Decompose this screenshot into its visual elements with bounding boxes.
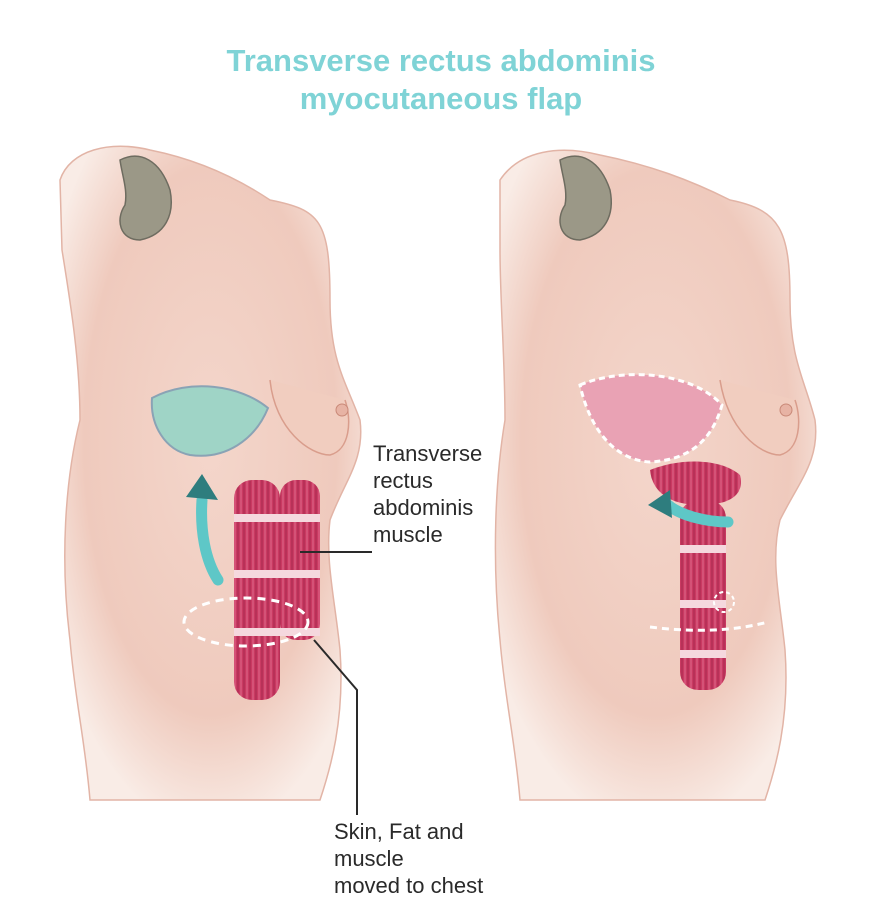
- skin-leader-line: [313, 639, 358, 815]
- diagram-title: Transverse rectus abdominis myocutaneous…: [0, 42, 882, 118]
- left-breast: [269, 379, 350, 456]
- right-arrow-shaft: [662, 499, 734, 528]
- left-muscle-column-1: [234, 480, 280, 700]
- right-tendon-3: [680, 650, 726, 658]
- left-incision-outline: [182, 596, 310, 648]
- right-flap-muscle: [650, 461, 741, 505]
- title-line-1: Transverse rectus abdominis: [226, 43, 656, 78]
- right-incision-line: [649, 620, 769, 632]
- skin-label: Skin, Fat and muscle moved to chest: [334, 818, 483, 899]
- muscle-label-line-4: muscle: [373, 522, 443, 547]
- left-arrow-head: [186, 474, 218, 500]
- left-torso: [59, 145, 362, 801]
- title-line-2: myocutaneous flap: [299, 81, 583, 116]
- muscle-label-line-2: rectus: [373, 468, 433, 493]
- left-figure: [59, 145, 372, 815]
- right-muscle-column: [680, 500, 726, 690]
- left-flap-area: [150, 385, 270, 457]
- left-tendon-2: [234, 570, 320, 578]
- left-tendon-1: [234, 514, 320, 522]
- right-navel-outline: [713, 591, 735, 613]
- muscle-label-line-3: abdominis: [373, 495, 474, 520]
- skin-label-line-2: muscle: [334, 846, 404, 871]
- right-arrow-head: [648, 490, 672, 518]
- right-figure: [494, 149, 817, 801]
- right-tendon-2: [680, 600, 726, 608]
- skin-label-line-3: moved to chest: [334, 873, 484, 898]
- left-tendon-3: [234, 628, 320, 636]
- right-hair: [559, 155, 612, 241]
- muscle-label: Transverse rectus abdominis muscle: [373, 440, 482, 548]
- left-muscle-column-2: [280, 480, 320, 640]
- right-breast: [719, 379, 800, 456]
- skin-label-line-1: Skin, Fat and: [334, 819, 464, 844]
- muscle-label-line-1: Transverse: [373, 441, 483, 466]
- left-nipple: [335, 403, 349, 417]
- left-hair: [119, 155, 172, 241]
- right-tendon-1: [680, 545, 726, 553]
- right-reconstructed-flap: [578, 373, 724, 464]
- left-arrow-shaft: [196, 494, 224, 586]
- right-nipple: [779, 403, 793, 417]
